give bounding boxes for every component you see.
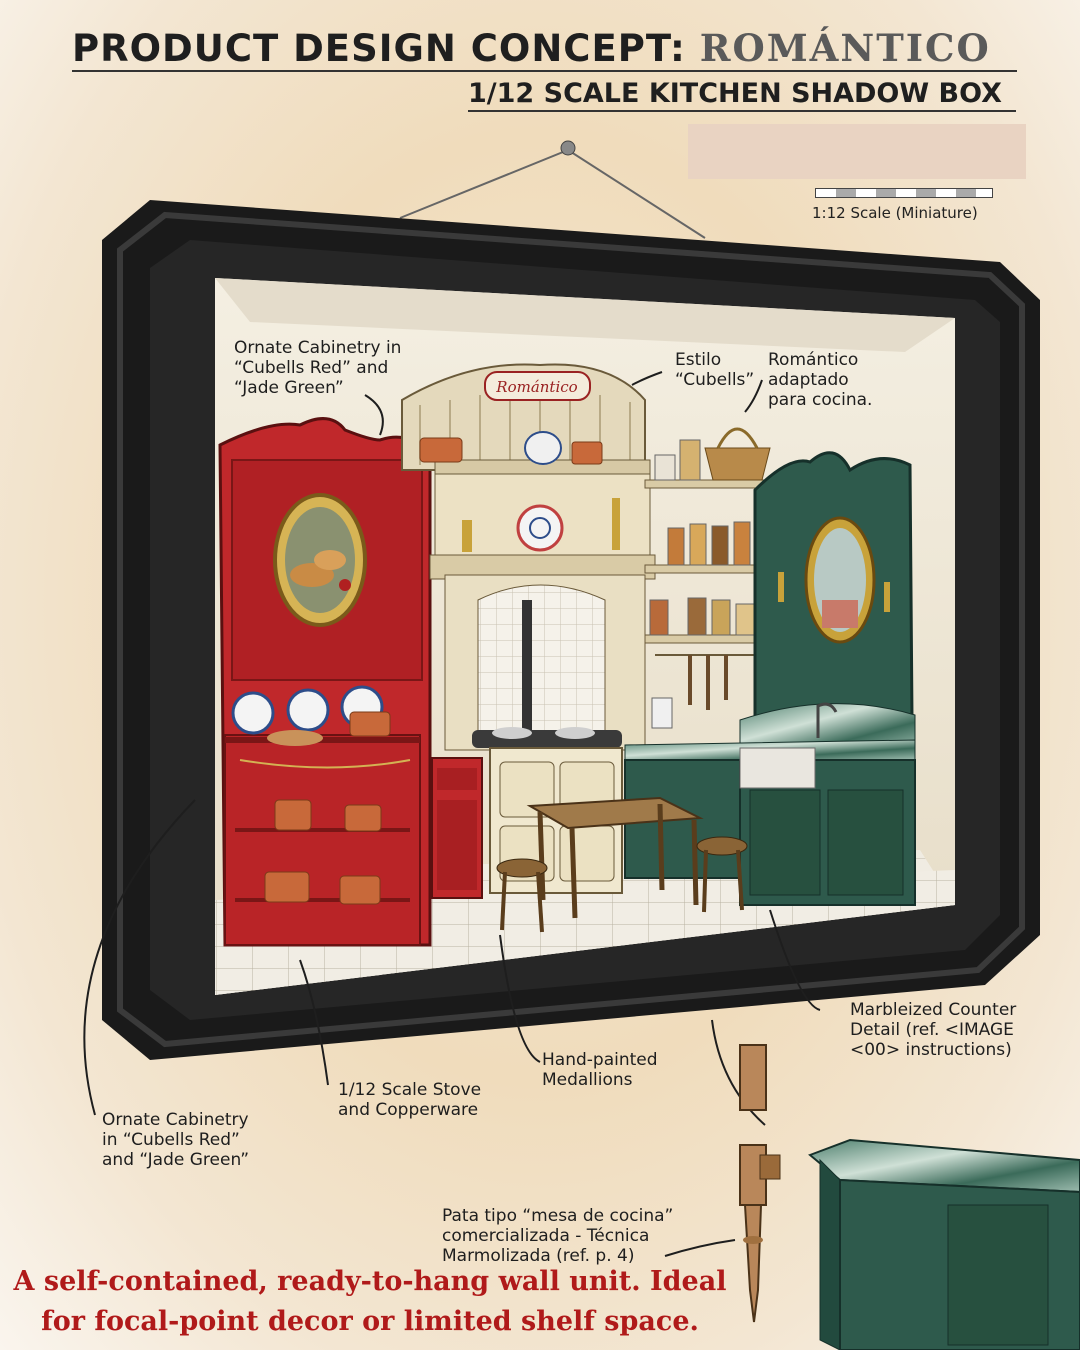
cream-hutch xyxy=(401,363,656,751)
bread-medallion-icon xyxy=(273,493,367,627)
sconce-icon xyxy=(778,572,890,612)
note-romantico: Romántico adaptado para cocina. xyxy=(768,350,873,410)
note-pata: Pata tipo “mesa de cocina” comercializad… xyxy=(442,1206,674,1266)
title-brand: ROMÁNTICO xyxy=(699,26,991,70)
romantico-sign: Romántico xyxy=(484,371,591,401)
romantico-sign-text: Romántico xyxy=(495,378,577,396)
leader-lines xyxy=(83,371,821,1257)
note-cabinetry-bottom: Ornate Cabinetry in “Cubells Red” and “J… xyxy=(102,1110,250,1170)
spice-jar-icon xyxy=(649,439,755,636)
wicker-basket-icon xyxy=(704,427,771,481)
title-underline xyxy=(72,70,1017,72)
note-estilo-cubells: Estilo “Cubells” xyxy=(675,350,755,390)
hanging-utensils xyxy=(651,655,728,729)
note-stove: 1/12 Scale Stove and Copperware xyxy=(338,1080,482,1120)
note-medallions: Hand-painted Medallions xyxy=(542,1050,658,1090)
stools xyxy=(496,836,748,933)
redacted-box xyxy=(688,124,1026,179)
red-drawer-cabinet xyxy=(431,757,483,899)
scale-label: 1:12 Scale (Miniature) xyxy=(812,204,978,222)
scale-bar xyxy=(815,188,993,198)
hutch-copperware xyxy=(419,431,603,465)
faucet-icon xyxy=(816,702,838,738)
title-prefix: PRODUCT DESIGN CONCEPT: xyxy=(72,27,686,70)
copper-pot-icon xyxy=(264,711,391,905)
hanging-nail-icon xyxy=(560,140,576,156)
mirror-medallion-icon xyxy=(804,516,876,644)
page-subtitle: 1/12 SCALE KITCHEN SHADOW BOX xyxy=(468,78,1002,109)
caption: A self-contained, ready-to-hang wall uni… xyxy=(13,1266,727,1337)
note-marbleized-counter: Marbleized Counter Detail (ref. <IMAGE <… xyxy=(850,1000,1017,1060)
table-leg-detail xyxy=(739,1044,781,1323)
decorative-plate xyxy=(462,498,620,552)
subtitle-underline xyxy=(468,110,1016,112)
marble-counter-detail xyxy=(808,1138,1080,1350)
kitchen-table xyxy=(526,796,704,919)
page-title: PRODUCT DESIGN CONCEPT: ROMÁNTICO xyxy=(72,26,991,70)
note-cabinetry-top: Ornate Cabinetry in “Cubells Red” and “J… xyxy=(234,338,402,398)
